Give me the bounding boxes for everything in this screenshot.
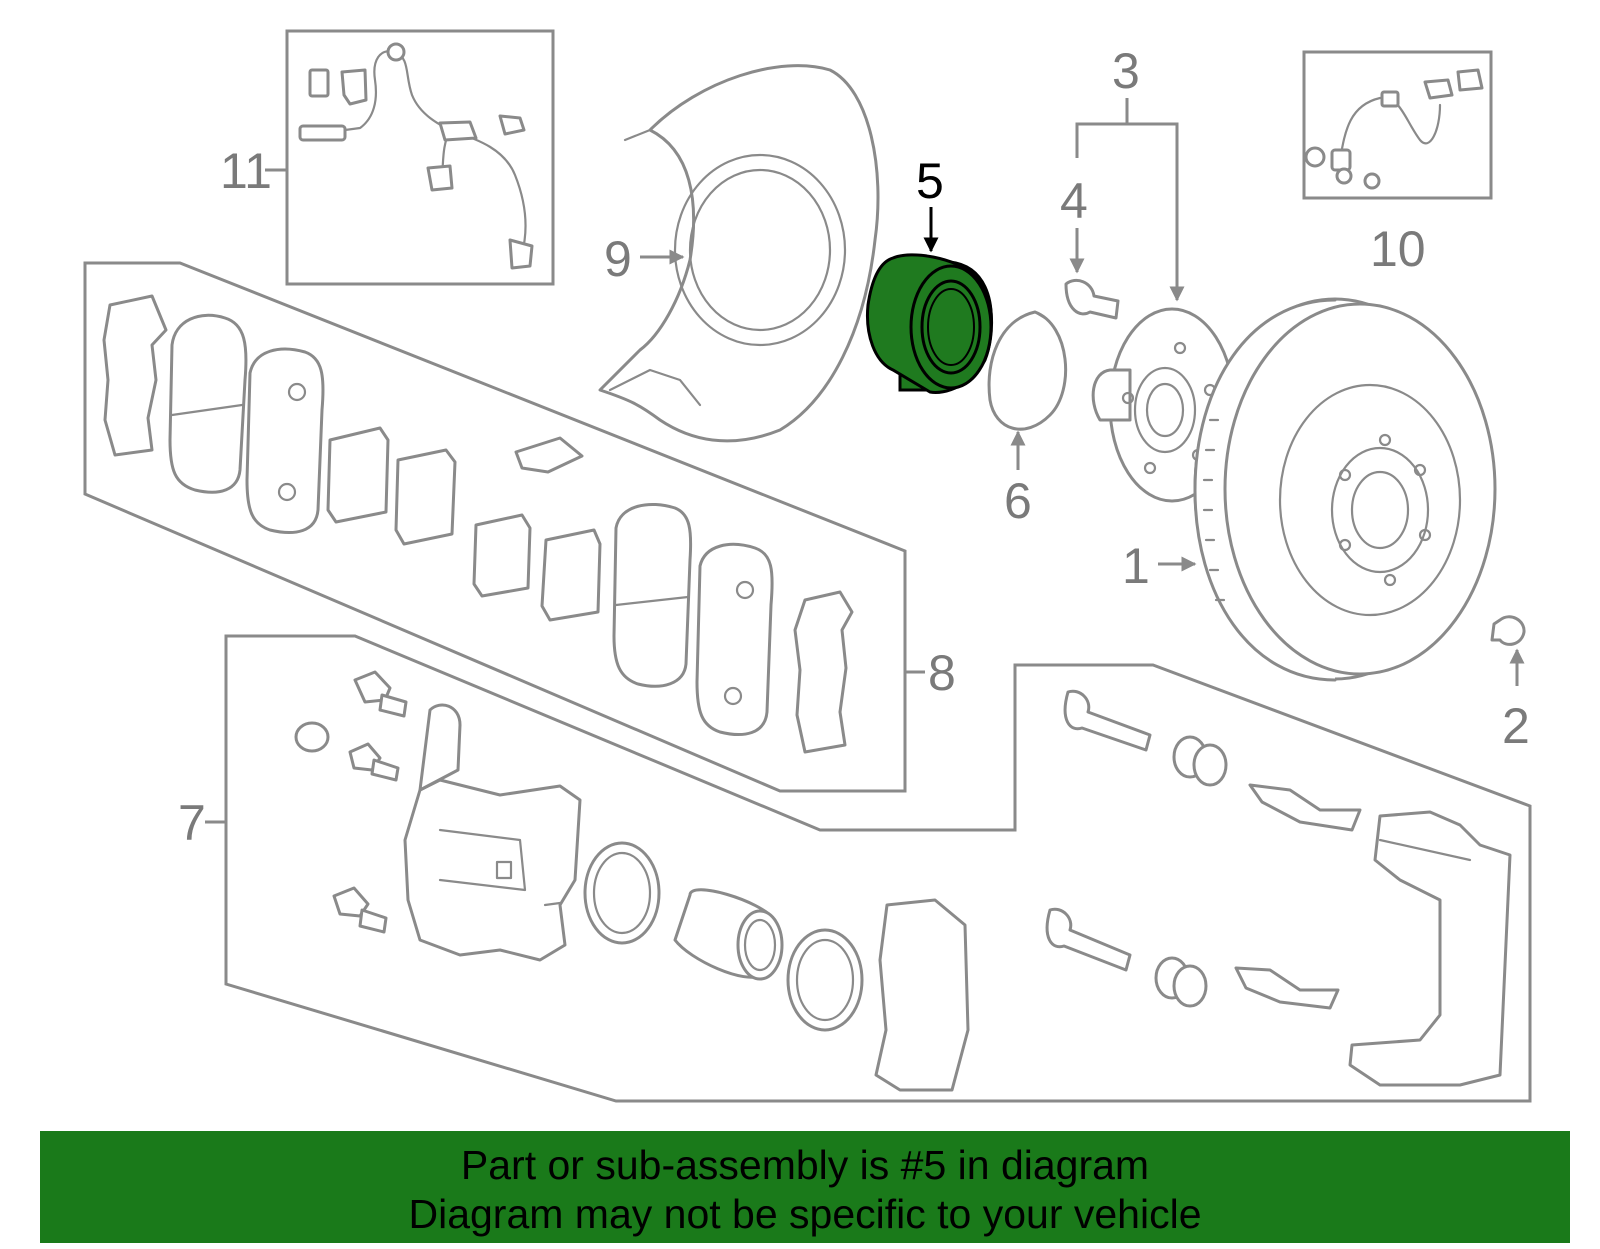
callout-4: 4 <box>1060 173 1088 229</box>
caliper-assembly-group: 7 <box>178 634 1532 1103</box>
brake-pad-set-group: 8 <box>83 261 956 793</box>
rotor-screw <box>1490 615 1526 646</box>
brake-rotor <box>1193 297 1497 682</box>
hub-bearing-highlighted[interactable] <box>865 253 994 395</box>
brake-hose-group: 10 <box>1302 50 1493 277</box>
callout-8: 8 <box>928 645 956 701</box>
dust-shield <box>598 64 880 443</box>
hub-bolt-group: 4 <box>1060 173 1120 320</box>
banner-line-1: Part or sub-assembly is #5 in diagram <box>460 1142 1150 1188</box>
hub-bolt <box>1064 279 1120 320</box>
callout-7: 7 <box>178 795 206 851</box>
dust-shield-group: 9 <box>598 64 880 443</box>
caliper-parts <box>294 670 1512 1092</box>
brake-rotor-group: 1 <box>1122 297 1497 682</box>
rotor-screw-group: 2 <box>1490 615 1530 754</box>
snap-ring-group: 6 <box>987 310 1068 529</box>
callout-3: 3 <box>1112 43 1140 99</box>
brake-hose <box>1304 68 1484 190</box>
sensor-harness-group: 11 <box>220 29 555 286</box>
callout-11: 11 <box>220 143 272 199</box>
callout-6: 6 <box>1004 473 1032 529</box>
wheel-speed-sensor-harness <box>298 42 534 270</box>
callout-10: 10 <box>1370 221 1426 277</box>
brake-pads <box>102 294 854 754</box>
hub-bearing-group: 5 <box>865 153 994 395</box>
snap-ring <box>987 310 1068 431</box>
callout-5: 5 <box>916 153 944 209</box>
info-banner: Part or sub-assembly is #5 in diagram Di… <box>40 1131 1570 1243</box>
callout-1: 1 <box>1122 538 1150 594</box>
callout-9: 9 <box>604 231 632 287</box>
callout-2: 2 <box>1502 698 1530 754</box>
banner-line-2: Diagram may not be specific to your vehi… <box>408 1191 1202 1237</box>
